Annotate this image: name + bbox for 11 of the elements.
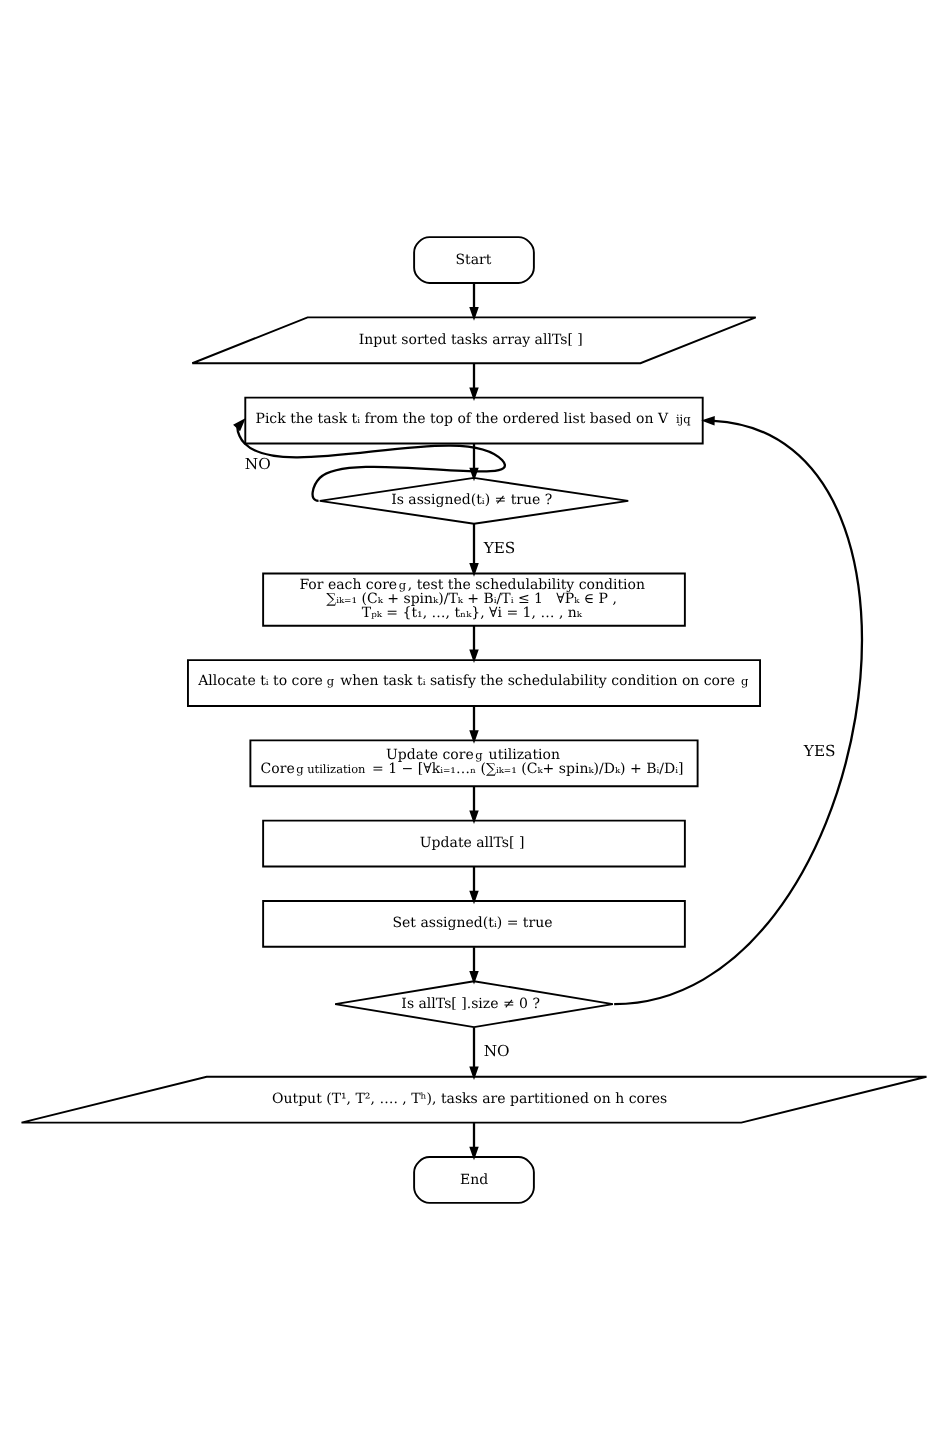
arrow [469, 362, 479, 400]
arrow [469, 282, 479, 320]
arrow [469, 785, 479, 823]
arrow [469, 865, 479, 904]
arrow [469, 946, 479, 984]
arrow [469, 1026, 479, 1079]
arrow [613, 415, 863, 1005]
arrow [469, 625, 479, 663]
arrow [469, 522, 479, 576]
arrow [469, 705, 479, 743]
arrow [469, 1122, 479, 1160]
